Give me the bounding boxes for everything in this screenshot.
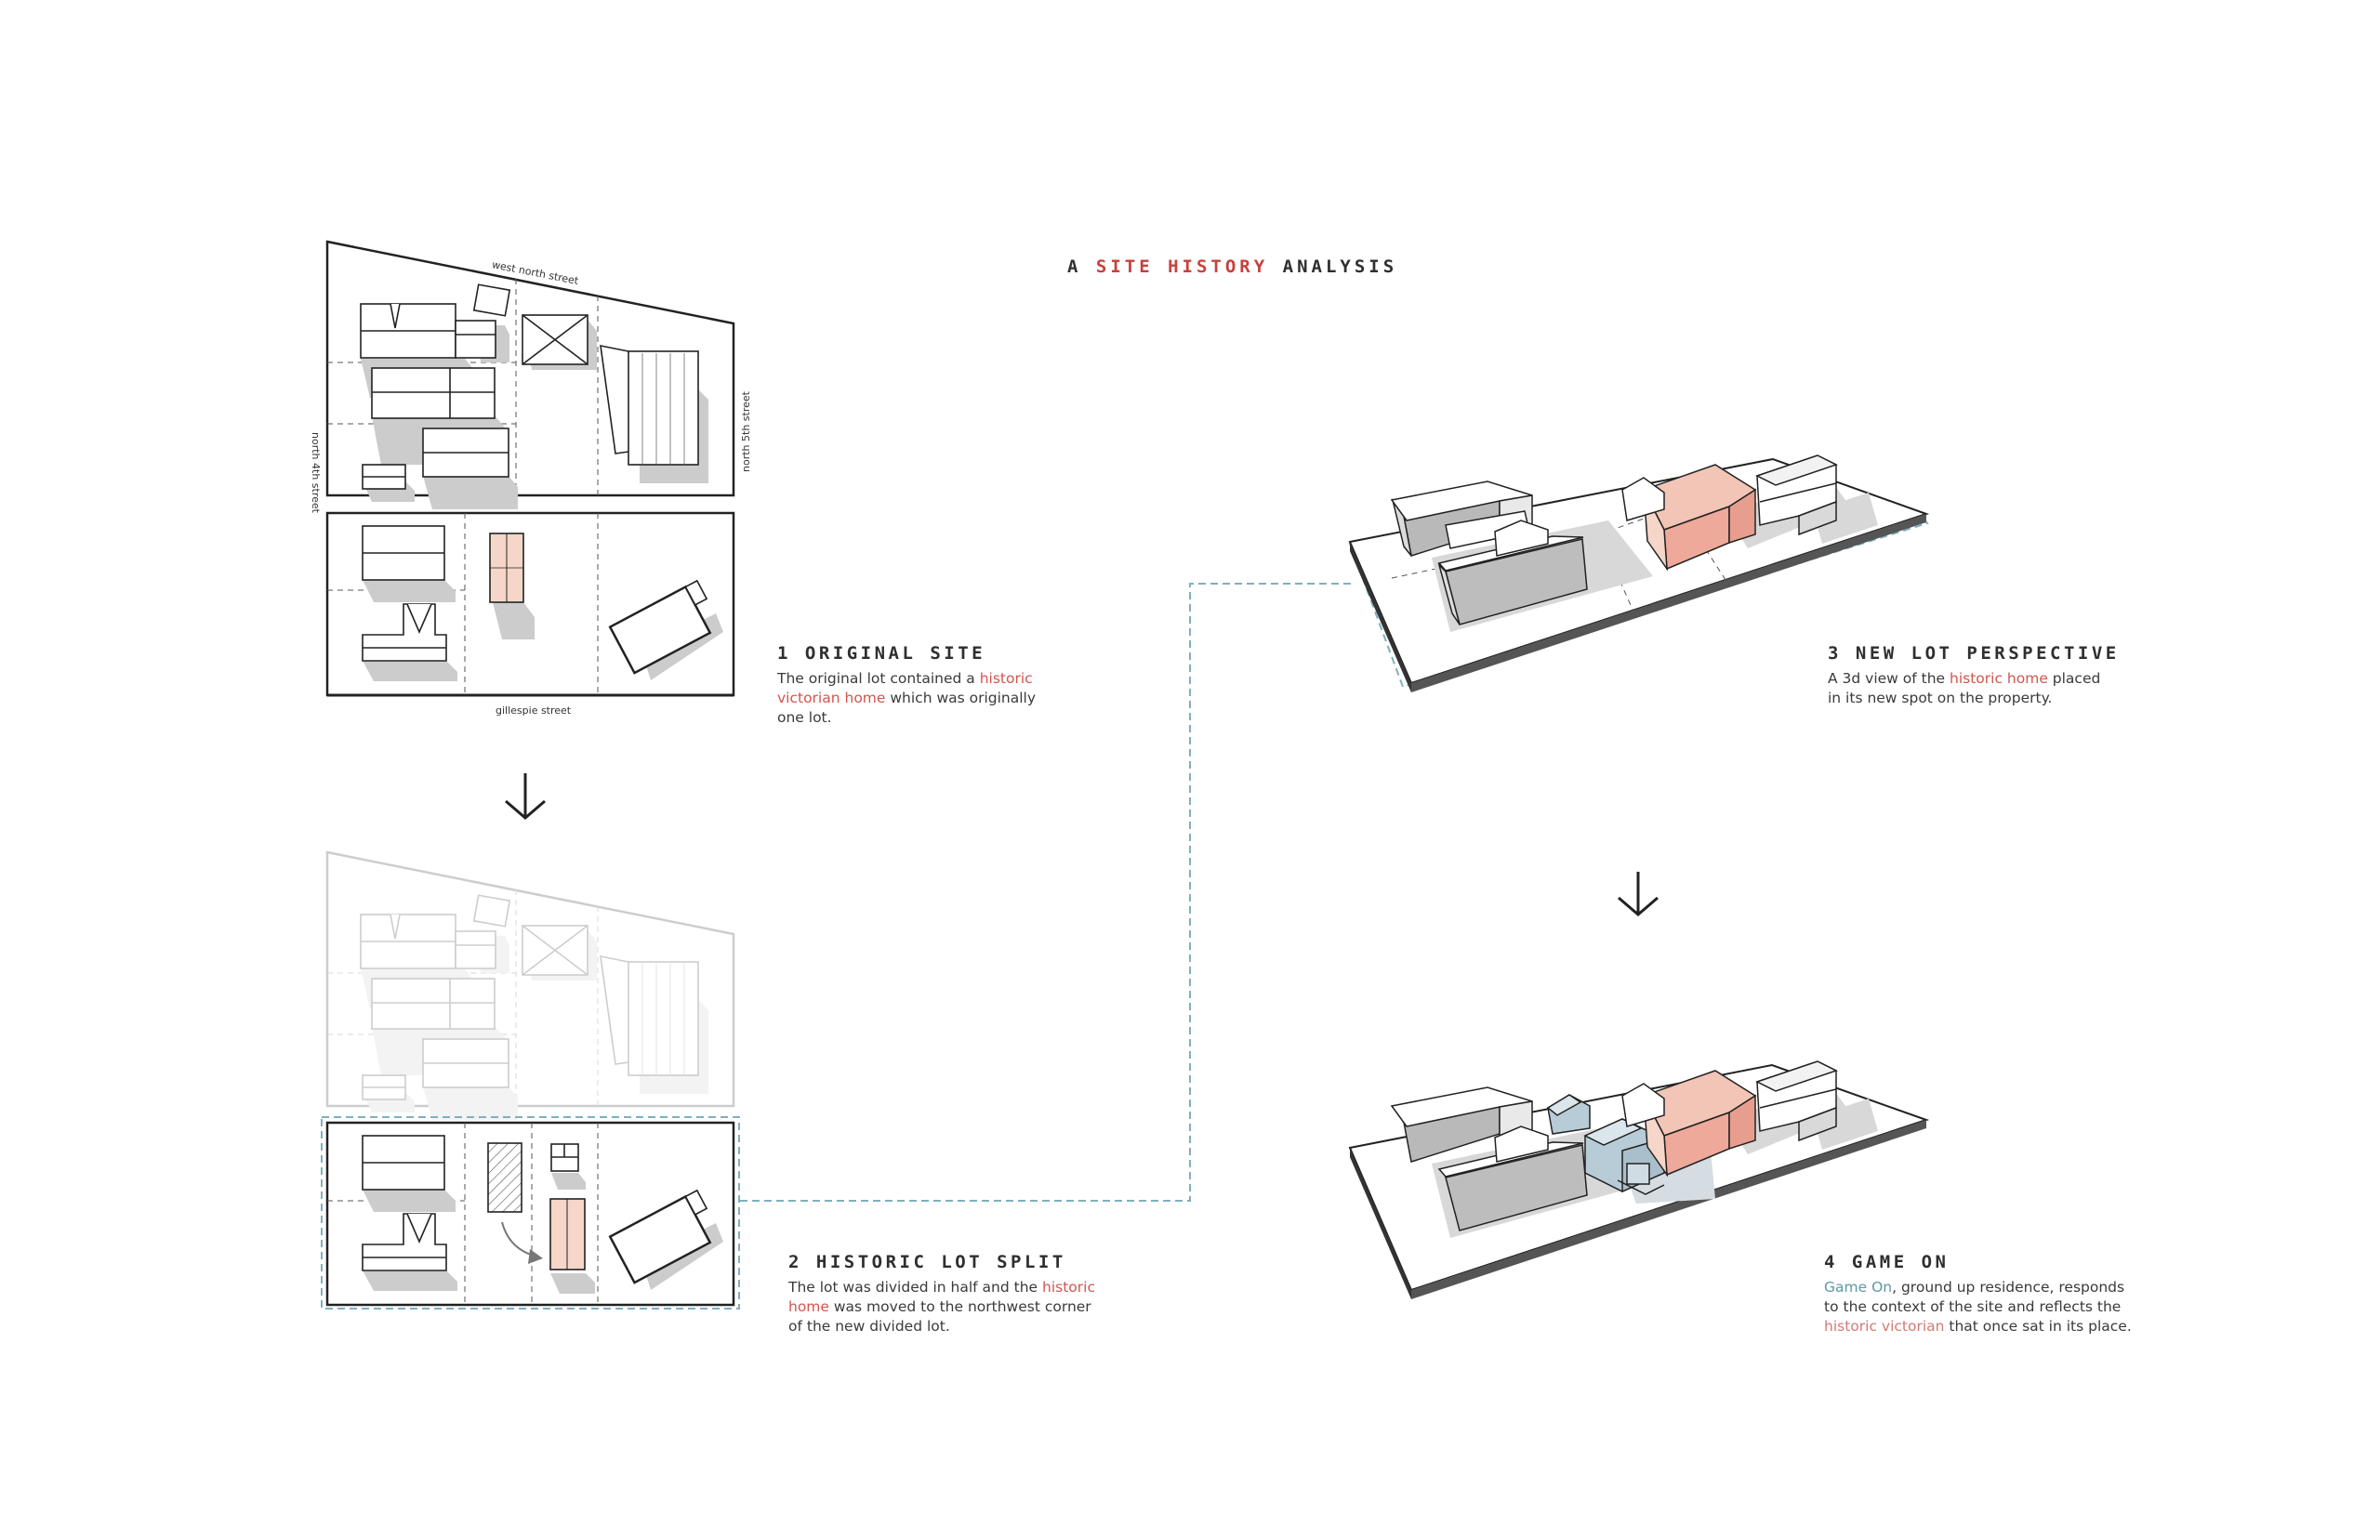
down-arrow-icon [505,773,546,820]
step-text: The lot was divided in half and the [788,1279,1043,1296]
original-site-plan [325,240,735,697]
down-arrow-icon [1618,872,1659,916]
title-suffix: ANALYSIS [1282,257,1398,277]
step-text-highlight: historic victorian home [777,670,1033,706]
step-4-caption: 4 GAME ON Game On, ground up residence, … [1824,1252,2140,1336]
lot-split-plan [321,850,740,1310]
page-title: A SITE HISTORY ANALYSIS [1067,257,1397,277]
step-text: which was originally one lot. [777,690,1037,726]
step-text: placed in its new spot on the property. [1828,670,2101,706]
step-text-highlight: historic victorian [1824,1318,1945,1335]
new-lot-perspective-model [1348,454,1930,692]
step-text: , ground up residence, responds to the c… [1824,1279,2125,1315]
step-text: The original lot contained a [777,670,980,687]
step-title: 4 GAME ON [1824,1252,1950,1272]
connector-line [740,583,1353,1202]
step-3-caption: 3 NEW LOT PERSPECTIVE A 3d view of the h… [1828,643,2116,708]
step-title: 1 ORIGINAL SITE [777,643,986,664]
step-title: 2 HISTORIC LOT SPLIT [788,1252,1066,1272]
step-text-highlight: historic home [1950,670,2048,687]
step-1-caption: 1 ORIGINAL SITE The original lot contain… [777,643,1056,728]
step-text: that once sat in its place. [1944,1318,2132,1335]
game-on-model [1348,1060,1930,1299]
step-description: Game On, ground up residence, responds t… [1824,1278,2140,1336]
step-text-highlight: historic home [788,1279,1095,1315]
street-label-west: north 4th street [310,432,322,514]
step-description: The lot was divided in half and the hist… [788,1278,1095,1336]
step-text: was moved to the northwest corner of the… [788,1298,1091,1335]
street-label-south: gillespie street [496,704,572,717]
step-2-caption: 2 HISTORIC LOT SPLIT The lot was divided… [788,1252,1095,1336]
title-prefix: A [1067,257,1082,277]
step-description: A 3d view of the historic home placed in… [1828,669,2116,708]
step-text: A 3d view of the [1828,670,1950,687]
street-label-east: north 5th street [740,390,752,472]
step-text-highlight: Game On [1824,1279,1893,1296]
step-title: 3 NEW LOT PERSPECTIVE [1828,643,2120,664]
step-description: The original lot contained a historic vi… [777,669,1056,728]
title-highlight: SITE HISTORY [1095,257,1269,277]
